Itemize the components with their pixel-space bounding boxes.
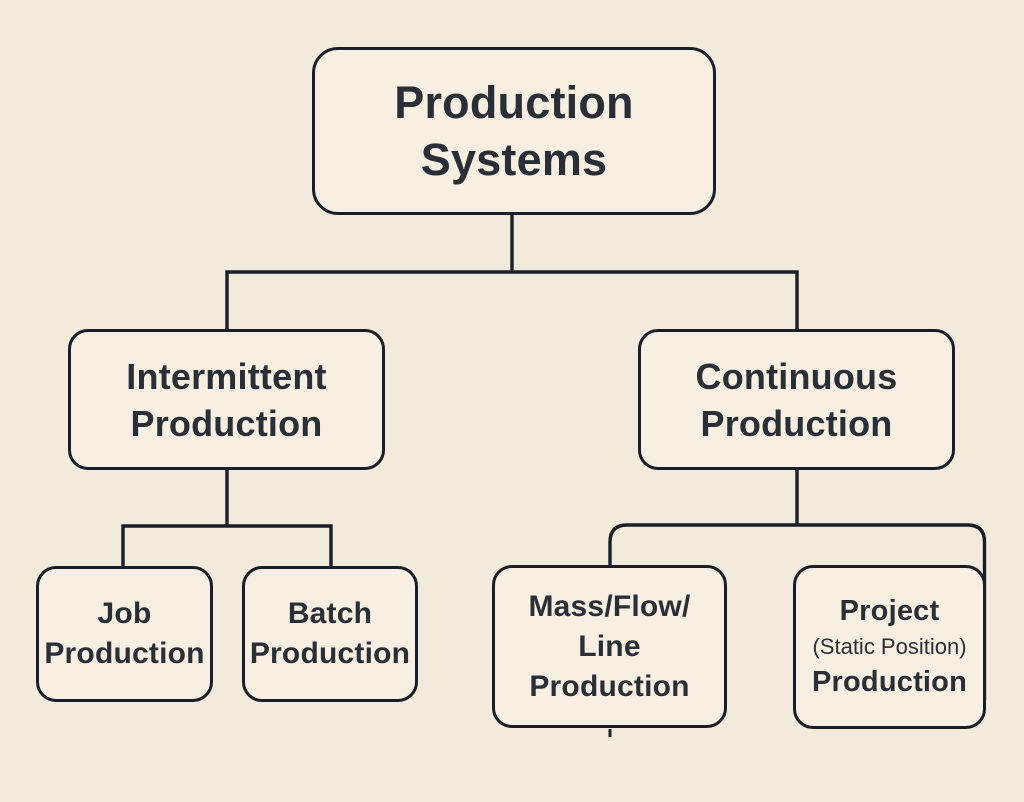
node-project-static-position-production: Project (Static Position) Production <box>793 565 986 729</box>
node-label-subline: (Static Position) <box>812 634 967 659</box>
node-label-line: Production <box>529 669 690 703</box>
node-label-line: Production <box>700 402 893 444</box>
node-label-line: Mass/Flow/ <box>528 589 691 623</box>
node-intermittent-production: Intermittent Production <box>68 329 385 470</box>
node-label-line: Batch <box>287 597 373 630</box>
node-label-line: Intermittent <box>126 355 327 397</box>
node-label-line: Job <box>97 597 152 630</box>
node-label-line: Production <box>130 402 323 444</box>
node-label-line: Systems <box>420 134 608 185</box>
connector-intermittent-to-children <box>121 470 333 567</box>
node-label-line: Project <box>839 595 940 627</box>
node-label-line: Continuous <box>695 355 898 397</box>
connector-root-to-level1 <box>225 215 799 329</box>
node-label-line: Production <box>44 637 205 670</box>
node-batch-production: Batch Production <box>242 566 418 702</box>
node-label-line: Production <box>811 666 968 698</box>
node-label-line: Line <box>578 629 641 663</box>
node-label-line: Production <box>249 637 411 670</box>
node-continuous-production: Continuous Production <box>638 329 955 470</box>
node-job-production: Job Production <box>36 566 213 702</box>
node-label-line: Production <box>394 77 634 128</box>
node-mass-flow-line-production: Mass/Flow/ Line Production <box>492 565 727 728</box>
node-production-systems: Production Systems <box>312 47 716 215</box>
